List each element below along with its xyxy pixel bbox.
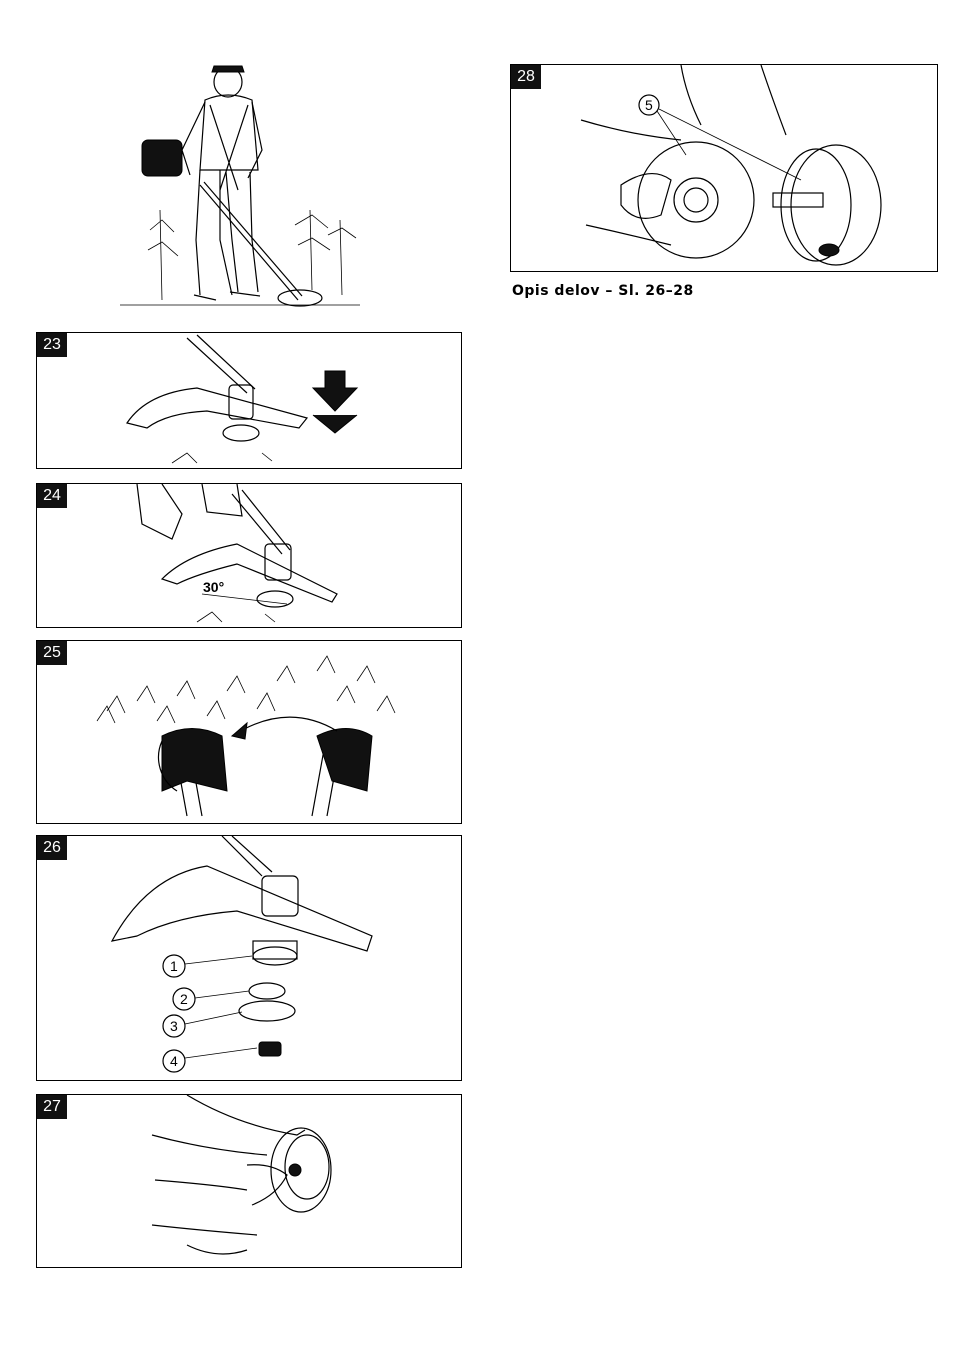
figure-caption: Opis delov – Sl. 26–28	[512, 283, 694, 299]
trimmer-guard-drawing	[37, 333, 461, 468]
callout-2: 2	[180, 991, 188, 1007]
trimmer-angle-drawing: 30°	[37, 484, 461, 627]
callout-5: 5	[645, 97, 653, 113]
head-parts-drawing: 1 2 3 4	[37, 836, 461, 1080]
figure-23: 23	[36, 332, 462, 469]
figure-26: 26 1 2 3 4	[36, 835, 462, 1081]
figure-24: 24 30°	[36, 483, 462, 628]
mowing-direction-drawing	[37, 641, 461, 823]
down-arrow-icon	[313, 371, 357, 411]
figure-25: 25	[36, 640, 462, 824]
operator-illustration	[120, 60, 360, 320]
spool-hands-drawing	[37, 1095, 461, 1267]
callout-1: 1	[170, 958, 178, 974]
callout-3: 3	[170, 1018, 178, 1034]
figure-28: 28 5	[510, 64, 938, 272]
direction-arrow-icon	[232, 723, 247, 739]
figure-27: 27	[36, 1094, 462, 1268]
callout-4: 4	[170, 1053, 178, 1069]
spool-assembly-drawing: 5	[511, 65, 937, 271]
angle-label: 30°	[203, 579, 224, 595]
